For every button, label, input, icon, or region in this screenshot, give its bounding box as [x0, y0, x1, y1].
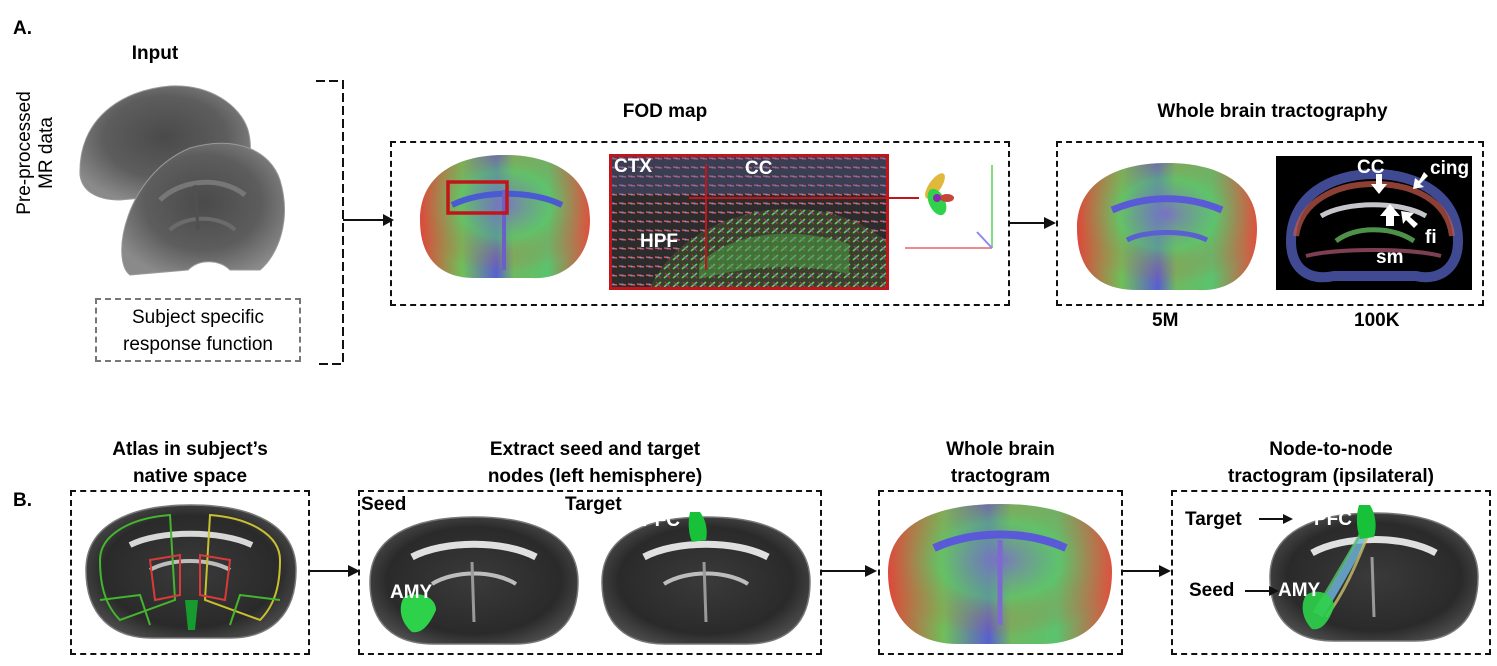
n2n-title: Node-to-node tractogram (ipsilateral): [1171, 436, 1491, 490]
n2n-target-label: Target: [1185, 509, 1242, 530]
extract-title-line1: Extract seed and target: [489, 439, 701, 460]
panel-a-label: A.: [13, 18, 32, 39]
wbt-title-line2: tractogram: [950, 466, 1051, 487]
n2n-box: [1171, 490, 1491, 655]
fod-zoom-image: [609, 154, 889, 290]
side-label-line2: MR data: [36, 117, 57, 189]
atlas-to-extract-arrow: [310, 565, 360, 577]
seed-brain-image: [369, 516, 579, 645]
fod-cc-label: CC: [745, 158, 773, 179]
input-bracket: [316, 80, 394, 365]
fod-to-tracto-arrow: [1008, 217, 1056, 229]
target-label: Target: [565, 494, 622, 515]
wbt-brain-image: [888, 504, 1112, 644]
extract-box: [358, 490, 822, 655]
n2n-brain-image: [1269, 505, 1479, 642]
atlas-title: Atlas in subject’s native space: [70, 436, 310, 490]
tracto-100k-image: [1276, 156, 1472, 290]
seed-label: Seed: [361, 494, 407, 515]
wbt-to-n2n-arrow: [1123, 565, 1171, 577]
fod-glyph-image: [889, 165, 993, 249]
tracto-fi-label: fi: [1425, 227, 1437, 248]
panel-b-label: B.: [13, 490, 32, 511]
n2n-seed-arrow: [1245, 586, 1279, 596]
fod-ctx-label: CTX: [614, 156, 652, 177]
tracto-5m-image: [1077, 163, 1257, 291]
seed-amy-label: AMY: [390, 582, 433, 603]
extract-title-line2: nodes (left hemisphere): [487, 466, 703, 487]
wbt-box: [878, 490, 1123, 655]
response-line1: Subject specific: [131, 307, 264, 328]
count-100k: 100K: [1354, 310, 1400, 331]
n2n-pfc-label: PFC: [1314, 509, 1352, 530]
response-function-box: Subject specific response function: [95, 298, 301, 362]
tracto-box: [1056, 141, 1484, 306]
tracto-sm-label: sm: [1376, 247, 1404, 268]
tracto-cing-label: cing: [1430, 158, 1470, 179]
side-label: Pre-processed MR data: [4, 76, 64, 226]
response-line2: response function: [123, 334, 273, 355]
side-label-line1: Pre-processed: [14, 91, 35, 215]
atlas-title-line1: Atlas in subject’s: [112, 439, 268, 460]
atlas-title-line2: native space: [132, 466, 248, 487]
n2n-amy-label: AMY: [1278, 580, 1321, 601]
extract-title: Extract seed and target nodes (left hemi…: [440, 436, 750, 490]
extract-to-wbt-arrow: [822, 565, 877, 577]
n2n-title-line2: tractogram (ipsilateral): [1228, 466, 1434, 487]
wbt-title: Whole brain tractogram: [878, 436, 1123, 490]
fod-hpf-label: HPF: [640, 231, 678, 252]
atlas-box: [70, 490, 310, 655]
n2n-seed-label: Seed: [1189, 580, 1235, 601]
atlas-brain-image: [85, 504, 297, 639]
input-title: Input: [131, 43, 179, 64]
mr-slices-image: [79, 85, 285, 276]
count-5m: 5M: [1152, 310, 1179, 331]
target-pfc-label: PFC: [642, 510, 680, 531]
fod-title: FOD map: [622, 101, 708, 122]
fod-brain-image: [420, 155, 590, 279]
tracto-cc-label: CC: [1357, 157, 1385, 178]
n2n-title-line1: Node-to-node: [1269, 439, 1393, 460]
tracto-title: Whole brain tractography: [1157, 101, 1388, 122]
target-brain-image: [601, 512, 811, 645]
n2n-target-arrow: [1259, 514, 1293, 524]
fod-roi-box: [446, 180, 509, 215]
wbt-title-line1: Whole brain: [946, 439, 1055, 460]
